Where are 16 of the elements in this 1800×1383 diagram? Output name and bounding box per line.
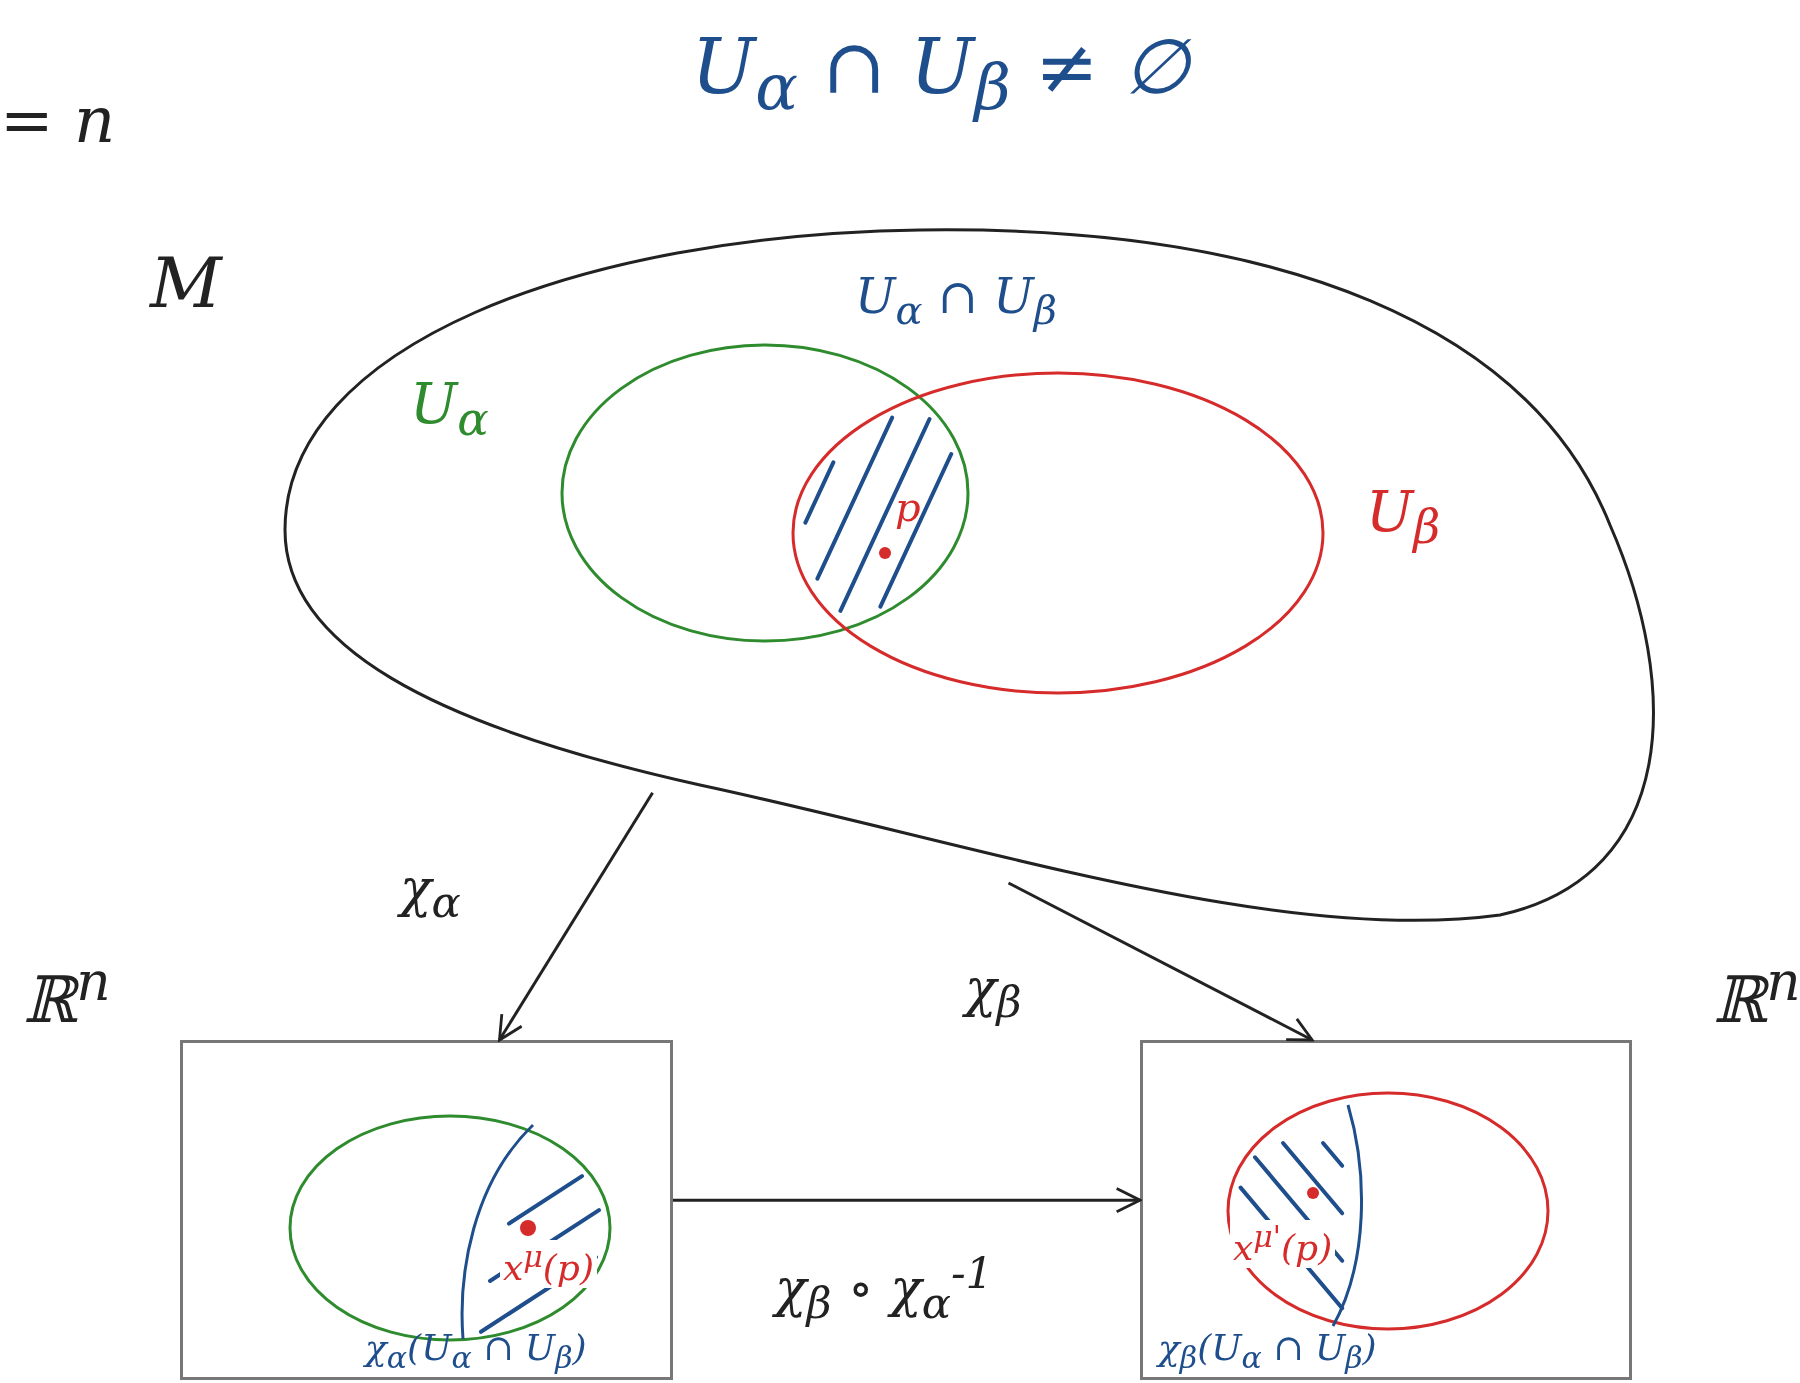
region-label: U$_{α}$ — [410, 373, 489, 446]
region-label: M — [150, 245, 222, 322]
region-label: χ$_{α}$(U$_{α}$ ∩ U$_{β}$) — [365, 1328, 587, 1375]
title: U$_{α}$ ∩ U$_{β}$ ≠ ∅ — [691, 25, 1189, 123]
equation-text: = n — [0, 85, 116, 156]
region-label: χ$_{β}$(U$_{α}$ ∩ U$_{β}$) — [1158, 1328, 1377, 1375]
space-label: ℝ$^{n}$ — [23, 953, 111, 1036]
point-label: x$^{μ}$(p) — [500, 1240, 597, 1288]
arrow — [1007, 881, 1314, 1042]
point-label: p — [895, 485, 921, 529]
point-label: x$^{μ'}$(p) — [1230, 1220, 1336, 1268]
intersection-label: U$_{α}$ ∩ U$_{β}$ — [855, 270, 1057, 332]
region-label: U$_{β}$ — [1366, 481, 1441, 554]
space-label: ℝ$^{n}$ — [1713, 953, 1800, 1036]
arrow — [673, 1187, 1142, 1214]
arrow — [498, 791, 654, 1042]
